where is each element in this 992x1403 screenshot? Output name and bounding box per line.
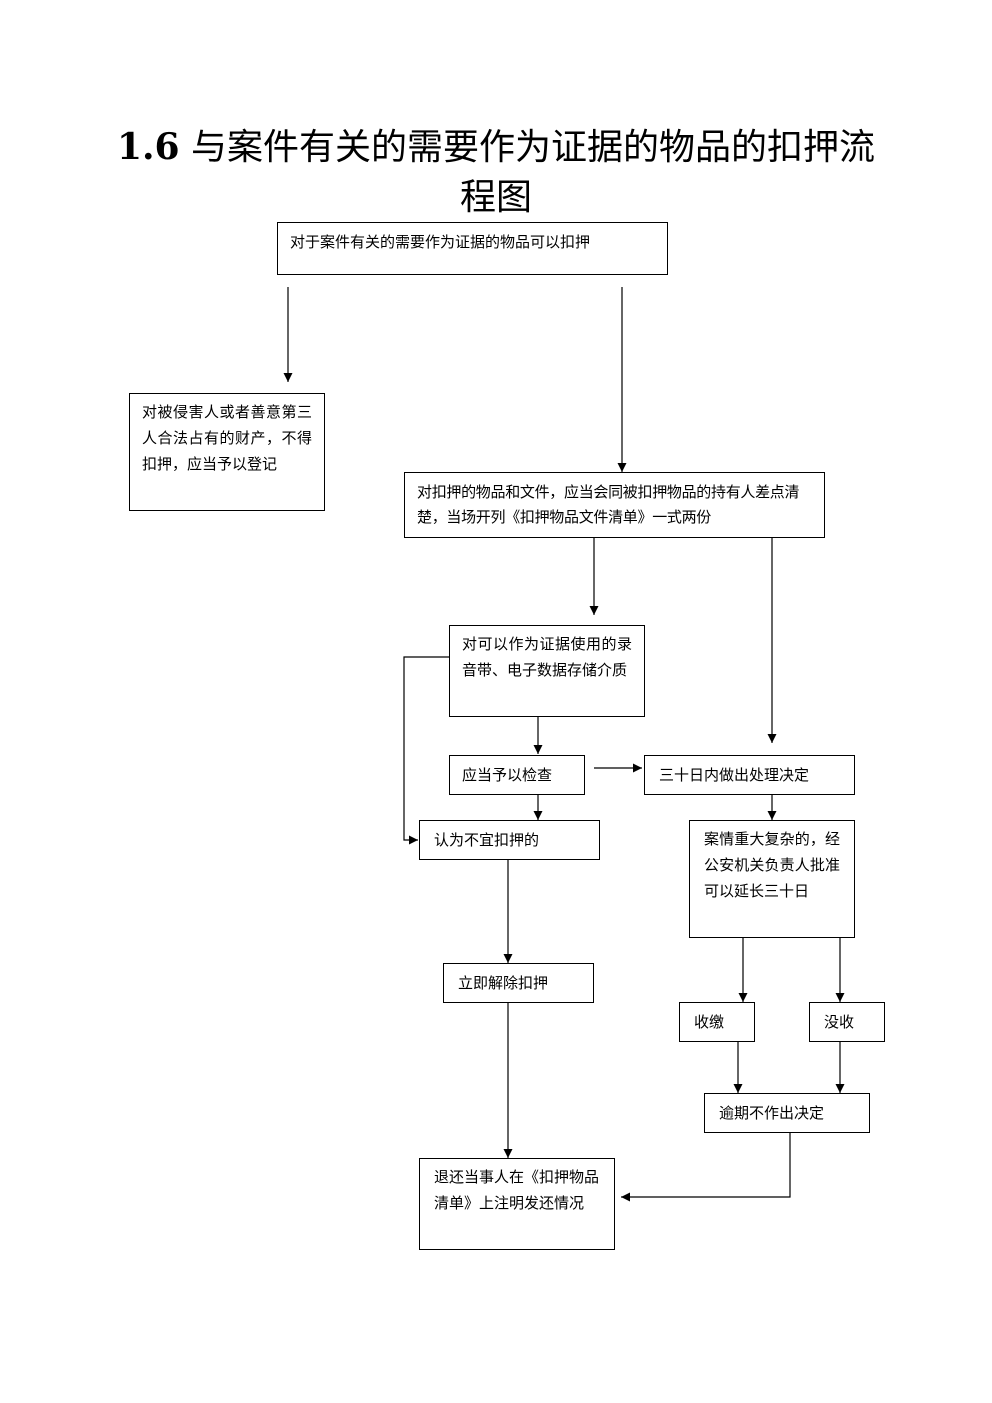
node-start: 对于案件有关的需要作为证据的物品可以扣押 <box>277 222 668 275</box>
node-extend: 案情重大复杂的，经公安机关负责人批准可以延长三十日 <box>689 820 855 938</box>
page-title: 1.6 与案件有关的需要作为证据的物品的扣押流程图 <box>100 122 892 223</box>
node-release: 立即解除扣押 <box>443 963 594 1003</box>
node-third-party: 对被侵害人或者善意第三人合法占有的财产，不得扣押，应当予以登记 <box>129 393 325 511</box>
arrow-overdue-to-return <box>621 1133 791 1202</box>
arrow-audio-to-not-suitable <box>403 656 449 845</box>
node-return: 退还当事人在《扣押物品清单》上注明发还情况 <box>419 1158 615 1250</box>
node-collect: 收缴 <box>679 1002 755 1042</box>
title-text: 与案件有关的需要作为证据的物品的扣押流程图 <box>191 127 876 218</box>
node-not-suitable: 认为不宜扣押的 <box>419 820 600 860</box>
node-inspect: 应当予以检查 <box>449 755 585 795</box>
node-overdue: 逾期不作出决定 <box>704 1093 870 1133</box>
title-number: 1.6 <box>116 126 180 168</box>
node-inventory: 对扣押的物品和文件，应当会同被扣押物品的持有人差点清楚，当场开列《扣押物品文件清… <box>404 472 825 538</box>
node-decision-30: 三十日内做出处理决定 <box>644 755 855 795</box>
node-confiscate: 没收 <box>809 1002 885 1042</box>
node-audio-media: 对可以作为证据使用的录音带、电子数据存储介质 <box>449 625 645 717</box>
